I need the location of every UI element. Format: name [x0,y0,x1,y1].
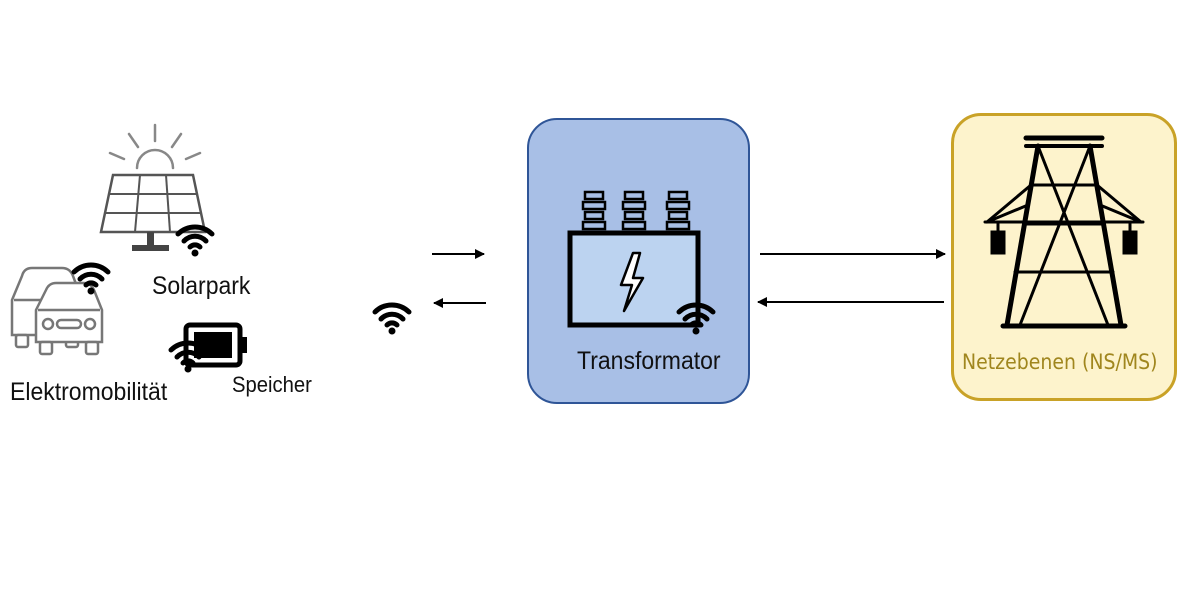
e-mobility-label: Elektromobilität [10,378,168,406]
lightning-icon [619,251,645,313]
transformer-label: Transformator [577,347,721,375]
solar-panel-icon [99,173,207,251]
wifi-icon [375,305,409,335]
power-pylon-icon [983,135,1145,329]
grid-level-box [951,113,1177,401]
car-icon [34,281,104,356]
grid-level-label: Netzebenen (NS/MS) [962,350,1158,374]
transformer-icon [567,190,701,328]
storage-label: Speicher [232,372,312,397]
sun-icon [108,123,202,170]
solar-park-label: Solarpark [152,272,251,300]
